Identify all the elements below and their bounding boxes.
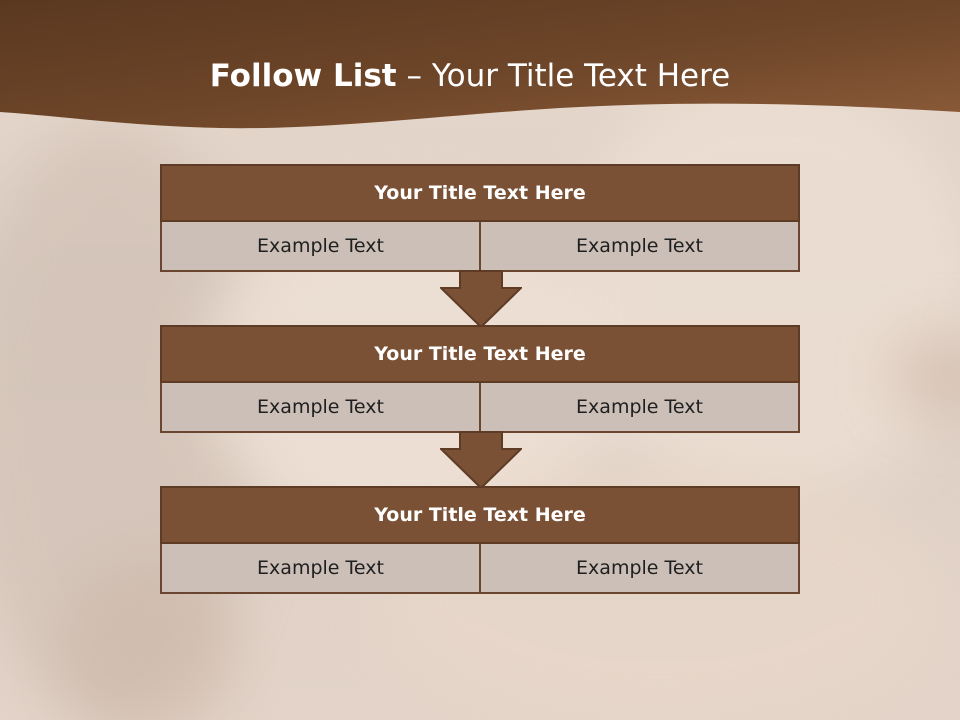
slide-title-bold: Follow List bbox=[209, 58, 397, 94]
list-block-3: Your Title Text Here Example Text Exampl… bbox=[160, 486, 800, 594]
slide-title-rest: – Your Title Text Here bbox=[396, 58, 731, 94]
block-cell-right: Example Text bbox=[480, 544, 800, 594]
block-row: Example Text Example Text bbox=[160, 544, 800, 594]
block-title: Your Title Text Here bbox=[160, 486, 800, 544]
block-cell-left: Example Text bbox=[160, 544, 480, 594]
list-block-2: Your Title Text Here Example Text Exampl… bbox=[160, 325, 800, 433]
block-cell-left: Example Text bbox=[160, 222, 480, 272]
block-row: Example Text Example Text bbox=[160, 222, 800, 272]
header-band bbox=[0, 0, 960, 129]
block-title: Your Title Text Here bbox=[160, 325, 800, 383]
list-block-1: Your Title Text Here Example Text Exampl… bbox=[160, 164, 800, 272]
block-cell-right: Example Text bbox=[480, 222, 800, 272]
slide-title: Follow List – Your Title Text Here bbox=[0, 56, 940, 96]
down-arrow-icon bbox=[440, 270, 522, 328]
block-row: Example Text Example Text bbox=[160, 383, 800, 433]
block-cell-left: Example Text bbox=[160, 383, 480, 433]
down-arrow-icon bbox=[440, 431, 522, 489]
block-cell-right: Example Text bbox=[480, 383, 800, 433]
background-photo-highlight bbox=[560, 80, 960, 500]
block-title: Your Title Text Here bbox=[160, 164, 800, 222]
